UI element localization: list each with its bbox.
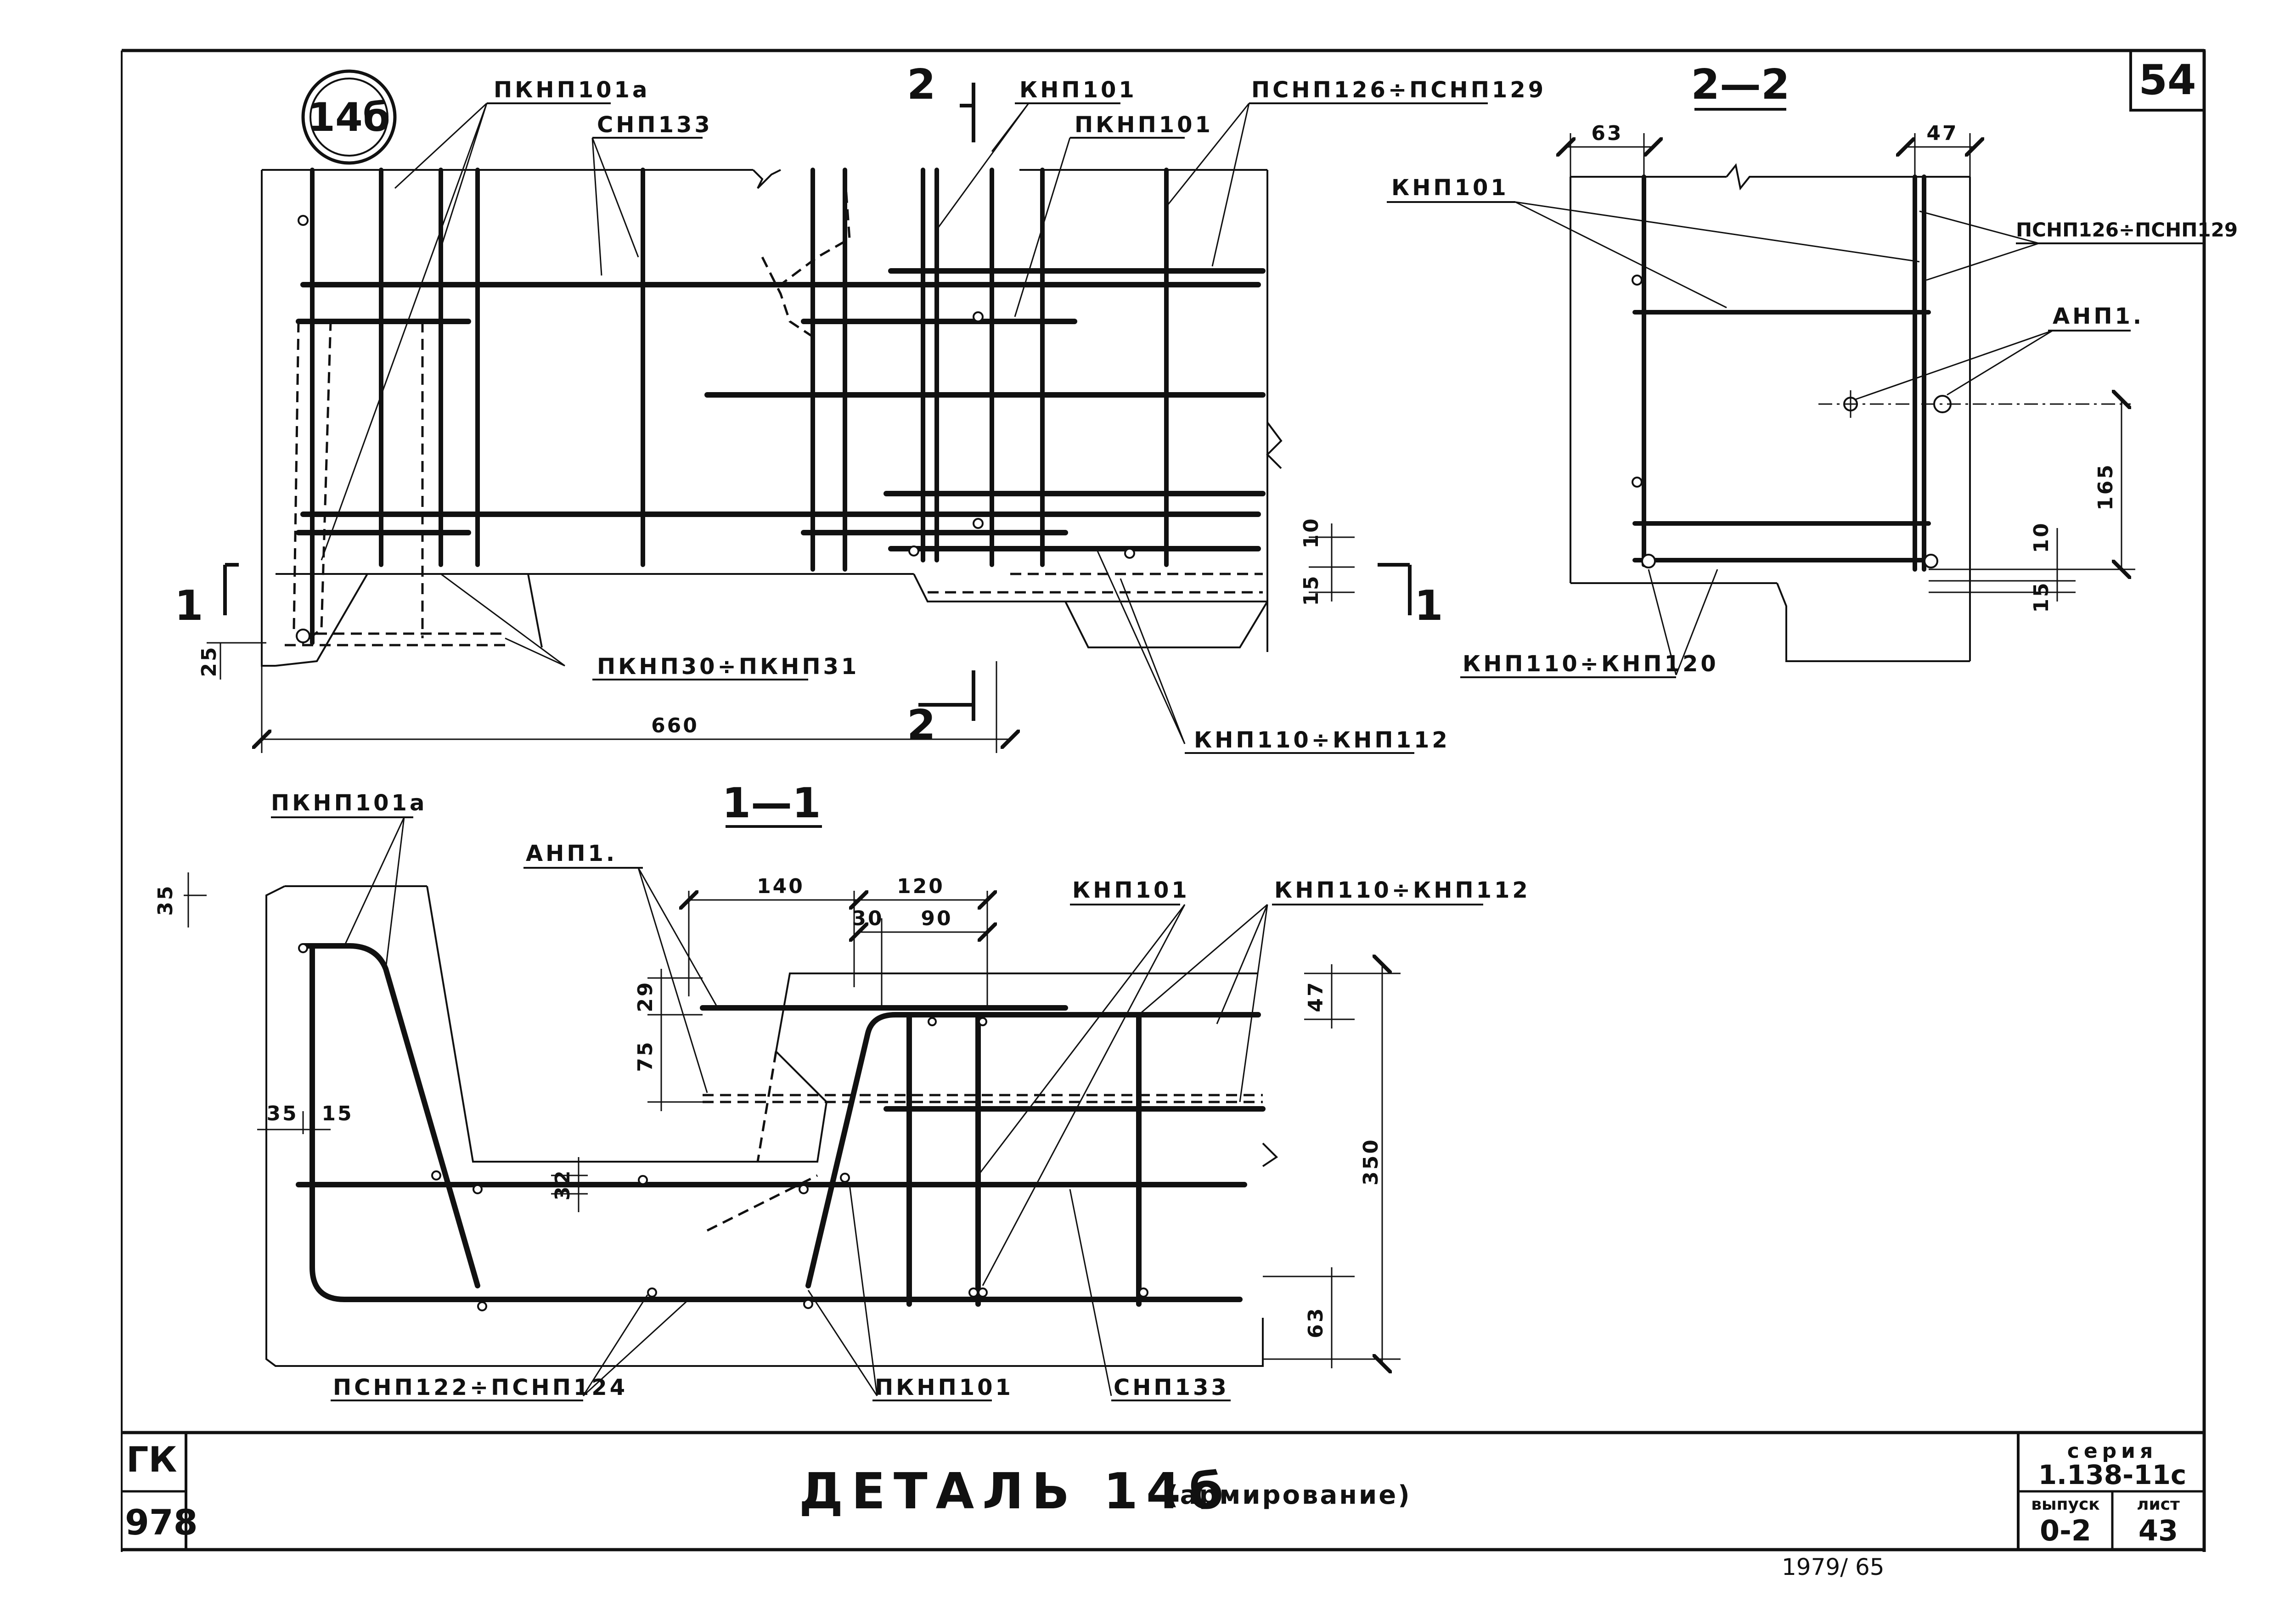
cut-mark-1-left: 1 [174, 582, 203, 630]
label-knp101-plan: КНП101 [1019, 77, 1137, 103]
label-pknp101a-s11: ПКНП101а [271, 790, 427, 816]
stamp-978: 978 [125, 1502, 198, 1543]
dim-140: 140 [757, 875, 805, 898]
sheet-frame [121, 49, 2206, 1552]
plan-view: 14б [174, 61, 1546, 754]
dim-90: 90 [921, 907, 952, 930]
stamp-gk: ГК [126, 1439, 177, 1480]
dim-25-plan: 25 [197, 645, 221, 677]
dim-120: 120 [897, 875, 945, 898]
sheet-title: ДЕТАЛЬ 14б [799, 1463, 1232, 1520]
dim-10-s22: 10 [2030, 521, 2053, 553]
cut-mark-1-right: 1 [1414, 582, 1443, 630]
label-knp101-s11: КНП101 [1072, 877, 1190, 903]
label-anp1-s11: АНП1. [526, 841, 617, 866]
issue-label: выпуск [2031, 1495, 2099, 1514]
dim-15-s11: 15 [321, 1102, 353, 1125]
label-knp101-s22: КНП101 [1391, 175, 1509, 201]
dim-10-plan: 10 [1300, 517, 1323, 548]
section-1-1-title: 1—1 [722, 779, 821, 827]
dim-32: 32 [551, 1169, 574, 1200]
series-label: серия [2067, 1439, 2158, 1463]
dim-29: 29 [634, 980, 657, 1012]
label-psnp126-129-s22: ПСНП126÷ПСНП129 [2016, 219, 2238, 241]
section-2-2-title: 2—2 [1691, 61, 1790, 109]
dim-35-left: 35 [266, 1102, 298, 1125]
sheet-value: 43 [2138, 1514, 2178, 1547]
dim-63-s22: 63 [1591, 122, 1623, 145]
label-pknp101-plan: ПКНП101 [1075, 112, 1213, 138]
dim-15-s22: 15 [2030, 581, 2053, 613]
bottom-note: 1979/ 65 [1782, 1554, 1885, 1580]
cut-mark-2-bottom: 2 [907, 701, 936, 749]
cut-mark-2-top: 2 [907, 61, 936, 109]
issue-value: 0-2 [2040, 1514, 2091, 1547]
dim-35-top: 35 [154, 884, 177, 916]
label-snp133-plan: СНП133 [597, 112, 713, 138]
section-1-1: 1—1 [154, 779, 1531, 1401]
corner-number: 54 [2138, 56, 2196, 104]
label-knp110-112-plan: КНП110÷КНП112 [1194, 727, 1450, 753]
dim-47-s22: 47 [1926, 122, 1958, 145]
section-2-2: 2—2 [1387, 61, 2238, 678]
label-snp133-s11: СНП133 [1114, 1375, 1229, 1400]
label-psnp126-129-plan: ПСНП126÷ПСНП129 [1251, 77, 1546, 103]
label-anp1-s22: АНП1. [2053, 304, 2144, 329]
detail-badge-circle [301, 69, 397, 165]
sheet-label: лист [2137, 1495, 2180, 1514]
dim-47-s11: 47 [1304, 980, 1328, 1012]
dim-75: 75 [634, 1040, 657, 1072]
label-knp110-120: КНП110÷КНП120 [1463, 651, 1719, 677]
dim-165: 165 [2094, 463, 2117, 511]
sheet-title-suffix: (армирование) [1166, 1480, 1412, 1510]
label-pknp101-s11: ПКНП101 [875, 1375, 1013, 1400]
series-value: 1.138-11с [2038, 1459, 2187, 1490]
dim-350: 350 [1359, 1138, 1383, 1186]
label-psnp122-124: ПСНП122÷ПСНП124 [333, 1375, 628, 1400]
dim-660: 660 [651, 714, 699, 737]
dim-15-plan: 15 [1300, 574, 1323, 606]
dim-30: 30 [852, 907, 884, 930]
label-pknp101a-plan: ПКНП101а [494, 77, 650, 103]
label-pknp30-31: ПКНП30÷ПКНП31 [597, 654, 859, 680]
label-knp110-112-s11: КНП110÷КНП112 [1274, 877, 1531, 903]
detail-badge: 14б [308, 95, 390, 141]
dim-63-s11: 63 [1304, 1306, 1328, 1338]
